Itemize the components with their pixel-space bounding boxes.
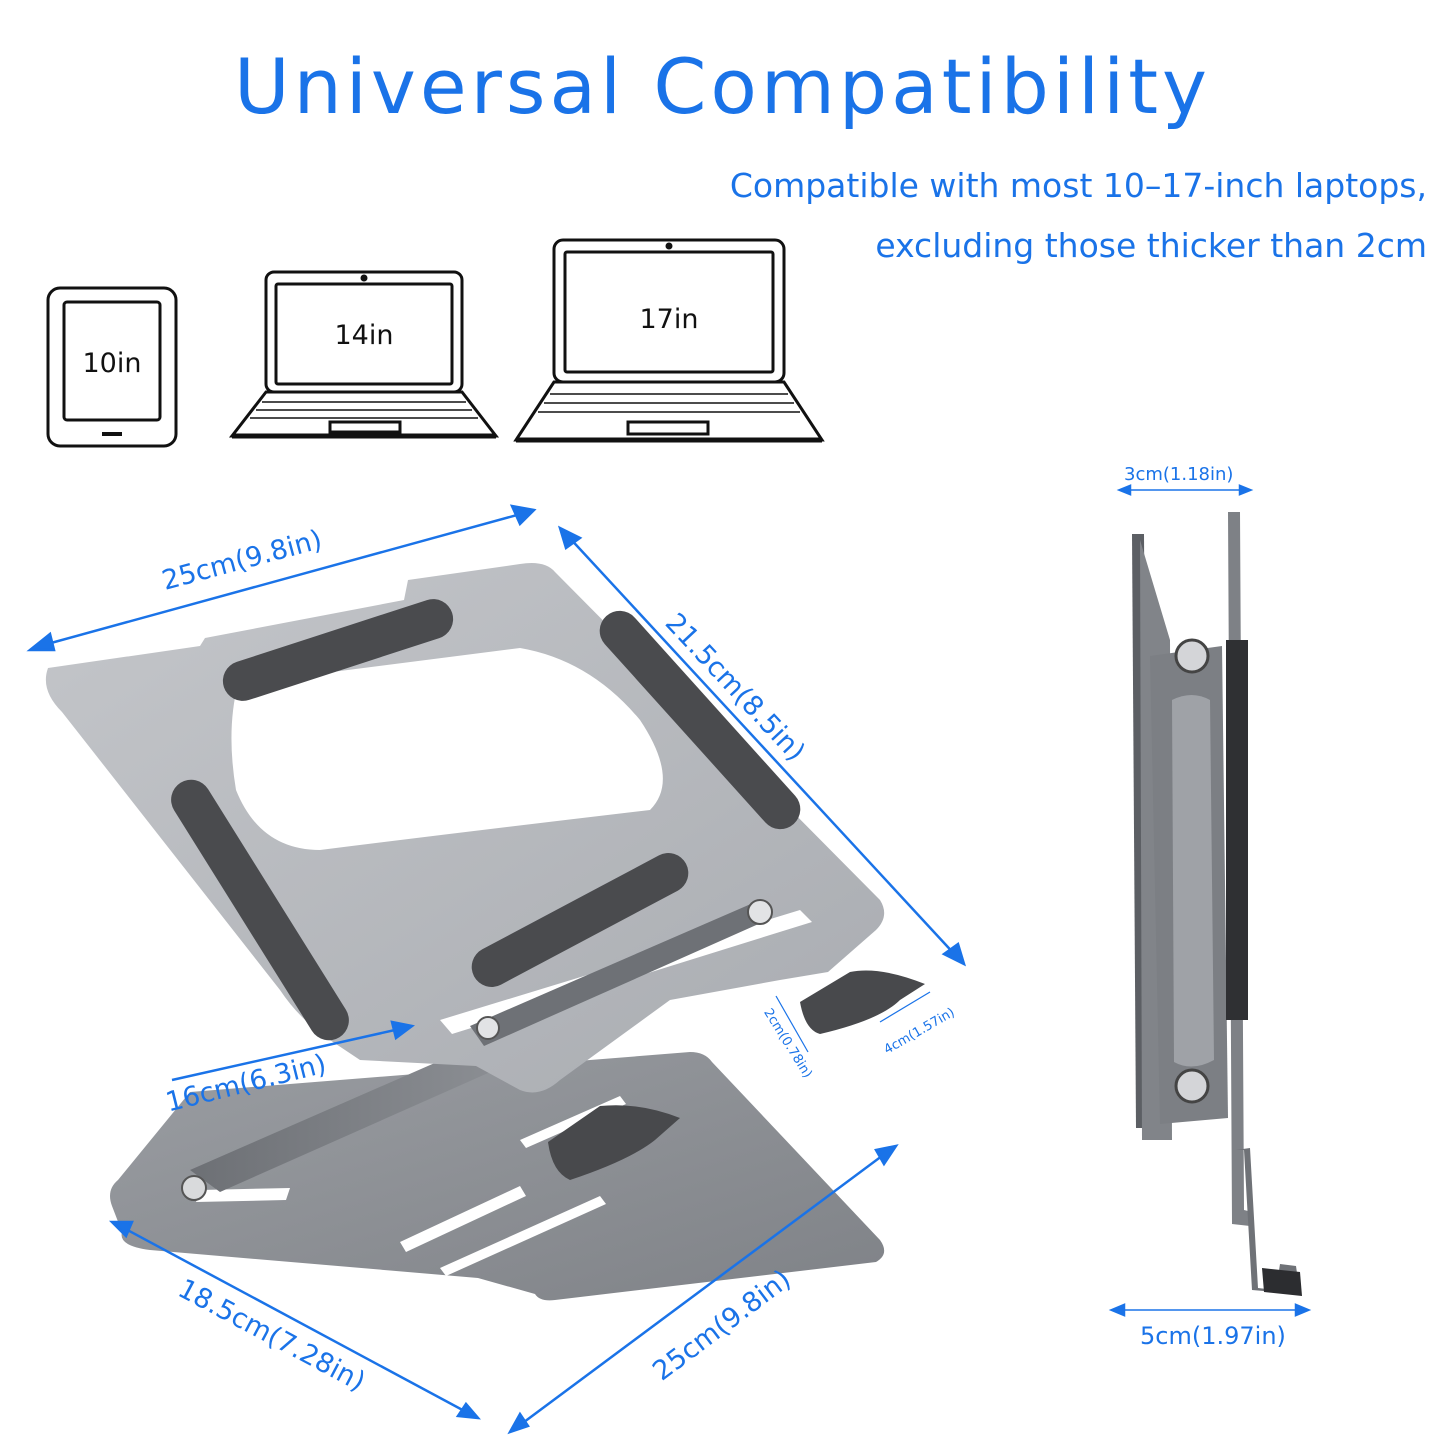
device-size-label: 10in [82,348,142,379]
folded-stand-side-view [1132,512,1302,1296]
rubber-pad [171,779,349,1041]
tablet-icon [46,286,178,448]
folded-thickness-label: 3cm(1.18in) [1124,464,1234,485]
base-plate [110,1052,885,1301]
laptop-hook [548,1105,680,1180]
laptop-icon [228,270,500,439]
page-title: Universal Compatibility [233,42,1212,131]
laptop-icon [513,238,825,443]
support-arm [470,900,772,1046]
folded-base-label: 5cm(1.97in) [1140,1322,1286,1350]
support-arm [190,1030,540,1192]
dimension-arrows [26,484,1312,1435]
device-size-label: 17in [639,304,699,335]
rubber-pad [471,853,689,987]
compatibility-note-line2: excluding those thicker than 2cm [875,226,1427,265]
laptop-hook [800,970,925,1034]
rubber-pad [599,610,801,830]
rubber-pad [222,599,454,701]
compatibility-note-line1: Compatible with most 10–17-inch laptops, [729,166,1427,205]
device-size-label: 14in [334,320,394,351]
